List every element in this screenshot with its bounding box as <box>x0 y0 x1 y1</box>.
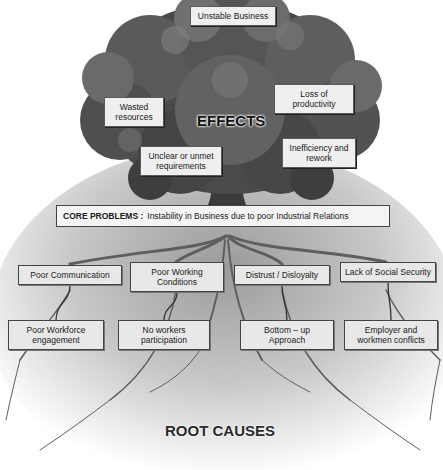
root-connector <box>282 285 287 320</box>
root-cause-box: No workers participation <box>118 320 210 350</box>
box-heading: CORE PROBLEMS : <box>63 211 143 221</box>
root-cause-box: Poor Workforce engagement <box>8 320 104 350</box>
box-text: Poor Workforce engagement <box>13 325 99 345</box>
section-heading: ROOT CAUSES <box>165 422 275 439</box>
root-cause-box: Bottom – up Approach <box>240 320 334 350</box>
section-heading: EFFECTS <box>197 112 265 129</box>
box-text: Poor Communication <box>23 270 117 280</box>
box-text: Distrust / Disloyalty <box>239 270 325 280</box>
box-text: No workers participation <box>123 325 205 345</box>
root-cause-box: Lack of Social Security <box>340 262 436 282</box>
box-text: Loss of productivity <box>279 89 349 109</box>
box-text: Inefficiency and rework <box>287 143 351 163</box>
effect-box: Wasted resources <box>104 97 164 127</box>
box-text: Unstable Business <box>195 11 271 21</box>
root-connector <box>56 285 70 320</box>
box-text: Poor Working Conditions <box>135 267 219 287</box>
root-cause-box: Employer and workmen conflicts <box>344 320 438 350</box>
root-connector <box>388 282 391 320</box>
box-text: Wasted resources <box>109 102 159 122</box>
root-cause-box: Poor Working Conditions <box>130 262 224 292</box>
box-text: Unclear or unmet requirements <box>145 151 217 171</box>
box-text: Employer and workmen conflicts <box>349 325 433 345</box>
box-text: Instability in Business due to poor Indu… <box>147 211 348 221</box>
root-connector <box>164 292 177 320</box>
box-text: Lack of Social Security <box>345 267 431 277</box>
effect-box: Unstable Business <box>190 6 276 26</box>
effect-box: Inefficiency and rework <box>282 138 356 168</box>
root-cause-box: Distrust / Disloyalty <box>234 265 330 285</box>
effect-box: Loss of productivity <box>274 84 354 114</box>
effect-box: Unclear or unmet requirements <box>140 146 222 176</box>
box-text: Bottom – up Approach <box>245 325 329 345</box>
core-problem-band: CORE PROBLEMS : Instability in Business d… <box>56 205 390 227</box>
root-cause-box: Poor Communication <box>18 265 122 285</box>
